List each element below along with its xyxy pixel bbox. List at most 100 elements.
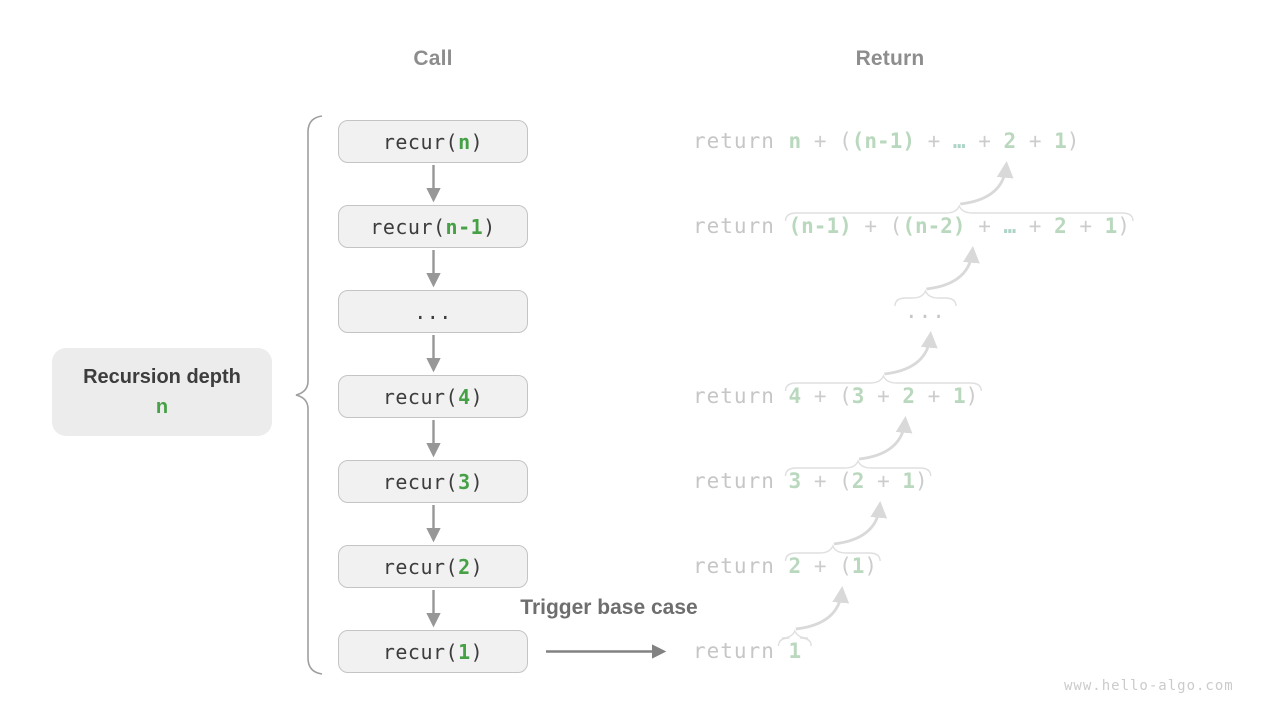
code-segment: + [801, 554, 840, 578]
return-up-arrow [960, 160, 1014, 206]
trigger-base-case-label: Trigger base case [520, 596, 698, 619]
call-box-text: ) [470, 554, 484, 579]
code-segment: + [1066, 214, 1105, 238]
call-box: recur(3) [338, 460, 528, 503]
return-line: return 1 [693, 638, 801, 665]
return-expression: (n-1) + ((n-2) + … + 2 + 1) [789, 214, 1130, 238]
call-box: recur(4) [338, 375, 528, 418]
code-segment: 2 [902, 384, 916, 408]
return-expression: 2 + (1) [789, 554, 878, 578]
call-box-text: ) [470, 469, 484, 494]
code-segment: … [952, 129, 966, 153]
return-line: return n + ((n-1) + … + 2 + 1) [693, 128, 1079, 155]
code-segment: ) [1066, 129, 1080, 153]
return-line: return 2 + (1) [693, 553, 877, 580]
code-segment: + [851, 214, 890, 238]
return-up-arrow [833, 500, 888, 546]
code-segment: + [801, 384, 840, 408]
return-expression: ... [905, 299, 946, 323]
return-line: return 3 + (2 + 1) [693, 468, 928, 495]
code-segment: + [801, 129, 840, 153]
code-segment: ( [839, 554, 852, 578]
code-segment: ) [965, 384, 979, 408]
call-box: recur(n) [338, 120, 528, 163]
code-segment: + [914, 129, 953, 153]
return-expression: 4 + (3 + 2 + 1) [789, 384, 979, 408]
call-box-text: ) [470, 384, 484, 409]
code-segment: return [693, 639, 789, 663]
code-segment: 1 [952, 384, 966, 408]
return-column-header: Return [855, 47, 925, 70]
return-up-arrow [884, 330, 938, 376]
call-box-text: n-1 [445, 214, 484, 239]
code-segment: (n-1) [851, 129, 915, 153]
code-segment: + [915, 384, 953, 408]
code-segment: n [788, 129, 802, 153]
code-segment: + [801, 469, 840, 493]
call-box-text: ) [470, 129, 484, 154]
return-up-arrow [926, 245, 980, 291]
recursion-depth-label: Recursion depth n [52, 348, 272, 436]
call-box-text: 3 [458, 469, 471, 494]
return-line: return 4 + (3 + 2 + 1) [693, 383, 978, 410]
code-segment: + [1016, 214, 1055, 238]
code-segment: ( [839, 384, 852, 408]
code-segment: 1 [788, 639, 802, 663]
return-line: return (n-1) + ((n-2) + … + 2 + 1) [693, 213, 1130, 240]
return-expression: 3 + (2 + 1) [789, 469, 928, 493]
return-line: ... [905, 298, 946, 325]
code-segment: + [965, 214, 1004, 238]
code-segment: 1 [1104, 214, 1118, 238]
call-box: recur(2) [338, 545, 528, 588]
call-box: recur(n-1) [338, 205, 528, 248]
code-segment: + [864, 469, 903, 493]
return-up-arrow [858, 415, 913, 461]
code-segment: ( [889, 214, 903, 238]
code-segment: 2 [1003, 129, 1017, 153]
code-segment: return [693, 129, 789, 153]
code-segment: (n-1) [788, 214, 852, 238]
code-segment: 1 [851, 554, 865, 578]
return-expression: 1 [789, 639, 802, 663]
code-segment: 1 [1054, 129, 1067, 153]
watermark-text: www.hello-algo.com [1064, 678, 1234, 694]
code-segment: ... [905, 299, 946, 323]
code-segment: 3 [788, 469, 802, 493]
code-segment: ) [915, 469, 928, 493]
call-box-text: 2 [458, 554, 471, 579]
call-box: ... [338, 290, 528, 333]
call-column-header: Call [413, 47, 453, 70]
return-up-arrow [795, 585, 850, 631]
code-segment: ) [1117, 214, 1130, 238]
call-stack: recur(n)recur(n-1)...recur(4)recur(3)rec… [338, 120, 528, 716]
code-segment: return [693, 554, 789, 578]
code-segment: 2 [788, 554, 802, 578]
recursion-depth-brace [295, 115, 323, 675]
code-segment: + [965, 129, 1004, 153]
call-box-text: ) [483, 214, 496, 239]
call-box-text: recur( [382, 554, 459, 579]
recursion-depth-value: n [155, 395, 169, 418]
code-segment: return [693, 469, 789, 493]
call-box-text: 1 [458, 639, 471, 664]
call-box-text: recur( [382, 129, 459, 154]
code-segment: ( [839, 469, 852, 493]
return-expression: n + ((n-1) + … + 2 + 1) [789, 129, 1080, 153]
code-segment: 2 [851, 469, 865, 493]
recursion-depth-title: Recursion depth [83, 365, 241, 388]
code-segment: (n-2) [902, 214, 966, 238]
call-box-text: n [458, 129, 471, 154]
code-segment: return [693, 384, 789, 408]
code-segment: return [693, 214, 789, 238]
code-segment: 4 [788, 384, 802, 408]
code-segment: ) [864, 554, 878, 578]
call-box: recur(1) [338, 630, 528, 673]
code-segment: 1 [902, 469, 916, 493]
call-box-text: ... [414, 299, 452, 324]
code-segment: + [1016, 129, 1055, 153]
call-box-text: 4 [458, 384, 471, 409]
code-segment: ( [839, 129, 852, 153]
code-segment: 3 [851, 384, 865, 408]
call-box-text: recur( [370, 214, 446, 239]
